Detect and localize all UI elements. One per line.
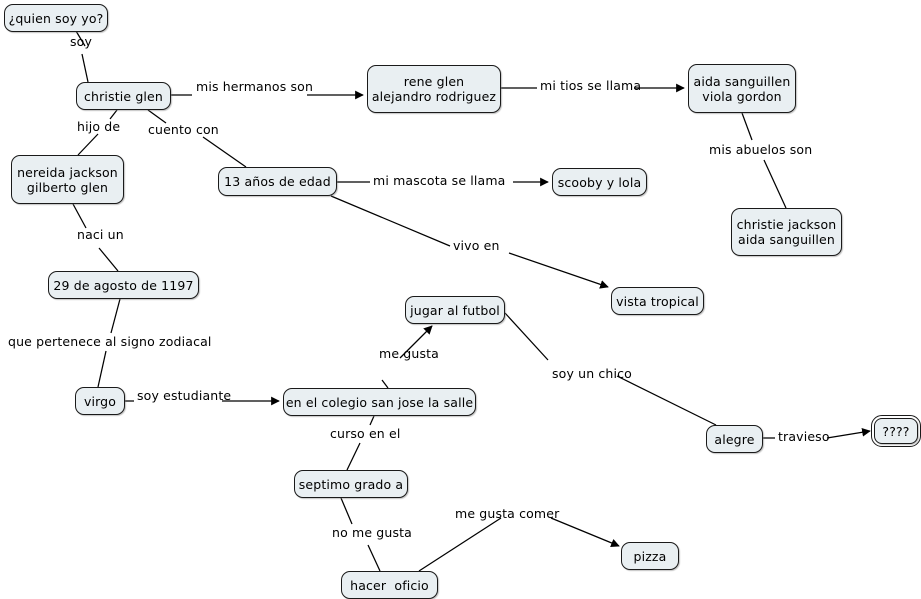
edge-segment (616, 375, 717, 426)
node-tios[interactable]: aida sanguillen viola gordon (688, 64, 796, 113)
node-alegre[interactable]: alegre (706, 425, 763, 453)
edge-segment (504, 312, 549, 361)
node-mascotas[interactable]: scooby y lola (552, 168, 647, 196)
edge-label-e_comer[interactable]: me gusta comer (455, 506, 560, 521)
edge-label-e_travieso[interactable]: travieso (778, 429, 830, 444)
edge-segment (418, 517, 502, 572)
node-vivienda[interactable]: vista tropical (611, 287, 704, 315)
edge-segment (508, 252, 609, 289)
node-virgo[interactable]: virgo (75, 387, 125, 415)
node-quien_soy_yo[interactable]: ¿quien soy yo? (4, 4, 108, 32)
edge-segment (346, 442, 361, 471)
edge-e_comer[interactable] (418, 517, 620, 572)
node-oficio[interactable]: hacer oficio (341, 571, 438, 599)
edge-e_curso[interactable] (346, 415, 375, 471)
edge-label-e_megusta[interactable]: me gusta (379, 346, 439, 361)
edge-e_abuelos[interactable] (741, 112, 787, 209)
edge-label-e_abuelos[interactable]: mis abuelos son (709, 142, 813, 157)
edge-segment (97, 350, 107, 388)
edge-segment (369, 415, 375, 426)
edge-segment (340, 497, 353, 525)
node-futbol[interactable]: jugar al futbol (405, 296, 505, 324)
edge-segment (109, 109, 118, 120)
edge-segment (330, 195, 451, 247)
edge-segment (72, 203, 87, 229)
edge-label-e_nomegusta[interactable]: no me gusta (332, 525, 412, 540)
edge-segment (202, 136, 247, 168)
edge-label-e_vivo[interactable]: vivo en (453, 238, 500, 253)
node-christie_glen[interactable]: christie glen (76, 82, 171, 110)
node-edad[interactable]: 13 años de edad (218, 167, 337, 196)
edge-segment (741, 112, 753, 141)
edge-segment (110, 298, 121, 334)
edge-label-e_zodiaco[interactable]: que pertenece al signo zodiacal (8, 334, 212, 349)
edge-segment (81, 53, 89, 83)
edge-label-e_curso[interactable]: curso en el (330, 426, 401, 441)
edge-label-e_hermanos[interactable]: mis hermanos son (196, 79, 314, 94)
node-fecha_nacimiento[interactable]: 29 de agosto de 1197 (48, 271, 199, 299)
edge-segment (550, 517, 620, 548)
node-pizza[interactable]: pizza (621, 542, 679, 570)
node-hermanos[interactable]: rene glen alejandro rodriguez (367, 65, 501, 113)
edge-segment (381, 379, 389, 389)
edge-segment (367, 544, 381, 572)
edge-label-e_mascota[interactable]: mi mascota se llama (373, 173, 506, 188)
edge-label-e_cuento[interactable]: cuento con (148, 122, 219, 137)
edge-label-e_naci[interactable]: naci un (77, 227, 124, 242)
edge-e_cuento[interactable] (147, 109, 247, 168)
edge-segment (98, 247, 119, 272)
edge-label-e_estudiante[interactable]: soy estudiante (137, 388, 232, 403)
node-abuelos[interactable]: christie jackson aida sanguillen (731, 208, 842, 256)
node-incognita[interactable]: ???? (871, 415, 921, 447)
edge-segment (77, 133, 99, 156)
edge-label-e_soy[interactable]: soy (70, 34, 93, 49)
edge-segment (763, 159, 787, 209)
edge-segment (826, 427, 871, 439)
edge-label-e_chico[interactable]: soy un chico (552, 366, 632, 381)
node-grado[interactable]: septimo grado a (294, 470, 408, 498)
edge-label-e_tios[interactable]: mi tios se llama (540, 78, 642, 93)
node-nereida_gilberto[interactable]: nereida jackson gilberto glen (11, 155, 124, 204)
node-colegio[interactable]: en el colegio san jose la salle (283, 388, 476, 416)
edge-label-e_hijo[interactable]: hijo de (77, 119, 121, 134)
